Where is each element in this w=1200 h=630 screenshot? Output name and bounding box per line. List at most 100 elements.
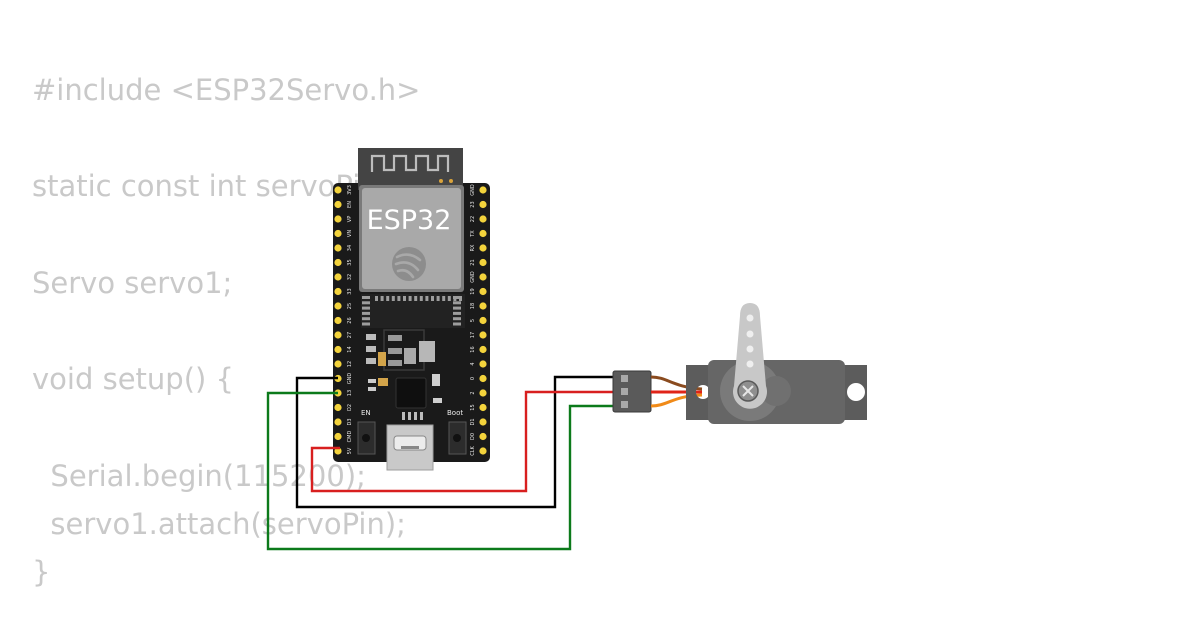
pin-22[interactable] [479,215,487,223]
pin-4[interactable] [479,360,487,368]
pin-gnd[interactable] [479,273,487,281]
servo-screw-icon [737,380,759,402]
pin-d3[interactable] [334,418,342,426]
servo-horn[interactable] [733,303,767,409]
pin-label: EN [347,201,353,208]
pin-vn[interactable] [334,229,342,238]
pin-label: D3 [347,418,353,425]
pin-21[interactable] [479,258,487,267]
pin-label: 34 [347,245,353,251]
pin-label: 0 [470,377,476,380]
chip-label: ESP32 [367,205,452,236]
pin-label: 5V [347,447,353,454]
pin-label: VN [347,230,353,237]
servo-connector [612,370,652,413]
pin-gnd[interactable] [479,186,487,194]
pin-12[interactable] [334,360,342,368]
servo-tab-right [840,365,867,420]
pin-tx[interactable] [479,229,487,238]
boot-button[interactable] [448,421,467,455]
pin-label: 14 [347,346,353,352]
pin-label: 5 [470,319,476,322]
pin-14[interactable] [334,345,342,354]
pin-label: RX [470,244,476,251]
pin-label: 35 [347,259,353,265]
pin-17[interactable] [479,331,487,339]
pin-label: 27 [347,332,353,338]
pin-label: 21 [470,259,476,265]
pin-label: 17 [470,332,476,338]
pin-label: GND [347,373,353,385]
pin-16[interactable] [479,345,487,354]
pin-en[interactable] [334,200,342,209]
pin-d1[interactable] [479,418,487,426]
pin-25[interactable] [334,302,342,310]
pin-label: CLK [470,446,476,456]
pin-label: 16 [470,346,476,352]
pin-label: 19 [470,288,476,294]
pin-rx[interactable] [479,244,487,252]
pin-18[interactable] [479,302,487,310]
pin-d0[interactable] [479,432,487,441]
code-line: } [32,554,51,589]
pin-label: GND [470,184,476,196]
pin-5[interactable] [479,316,487,325]
pin-35[interactable] [334,258,342,267]
chip-can [362,188,461,289]
pin-label: 18 [470,303,476,309]
code-line: servo1.attach(servoPin); [32,506,406,541]
pin-0[interactable] [479,374,487,383]
pin-label: 32 [347,274,353,280]
pin-d2[interactable] [334,403,342,412]
pin-26[interactable] [334,316,342,325]
en-label: EN [361,409,371,417]
pin-33[interactable] [334,287,342,296]
pin-cmd[interactable] [334,432,342,441]
usb-uart-chip [395,377,427,409]
pin-label: 22 [470,216,476,222]
wire-signal[interactable] [266,391,615,551]
pin-label: 23 [470,201,476,207]
pin-19[interactable] [479,287,487,296]
servo-motor[interactable] [612,303,867,424]
boot-label: Boot [447,409,463,417]
pin-2[interactable] [479,389,487,397]
pin-label: D2 [347,404,353,411]
pin-label: 4 [470,362,476,365]
pin-32[interactable] [334,273,342,281]
pin-label: D1 [470,418,476,425]
chip-pads [362,296,462,326]
wire-5v[interactable] [310,390,615,493]
pin-label: 26 [347,317,353,323]
pin-label: 33 [347,288,353,294]
pin-label: D0 [470,433,476,440]
espressif-logo-icon [392,247,426,281]
esp32-board[interactable]: ESP32 EN Boot [333,148,490,471]
en-button[interactable] [357,421,376,455]
wire-gnd[interactable] [295,375,615,509]
servo-tab-left [686,365,712,420]
pin-34[interactable] [334,244,342,252]
pin-clk[interactable] [479,447,487,455]
pin-3v3[interactable] [334,186,342,194]
pin-label: GND [470,271,476,283]
pin-label: CMD [347,431,353,443]
pin-label: 15 [470,404,476,410]
code-line: void setup() { [32,362,234,397]
pin-label: TX [470,230,476,238]
pin-27[interactable] [334,331,342,339]
pin-15[interactable] [479,403,487,412]
usb-port-icon [386,424,434,471]
pin-label: 13 [347,390,353,396]
antenna-icon [370,154,450,172]
code-line: Serial.begin(115200); [32,458,366,493]
pin-label: VP [347,216,353,222]
pin-23[interactable] [479,200,487,209]
pin-label: 12 [347,361,353,367]
pin-label: 2 [470,391,476,394]
code-line: Servo servo1; [32,265,233,300]
pin-vp[interactable] [334,215,342,223]
pin-label: 25 [347,303,353,309]
